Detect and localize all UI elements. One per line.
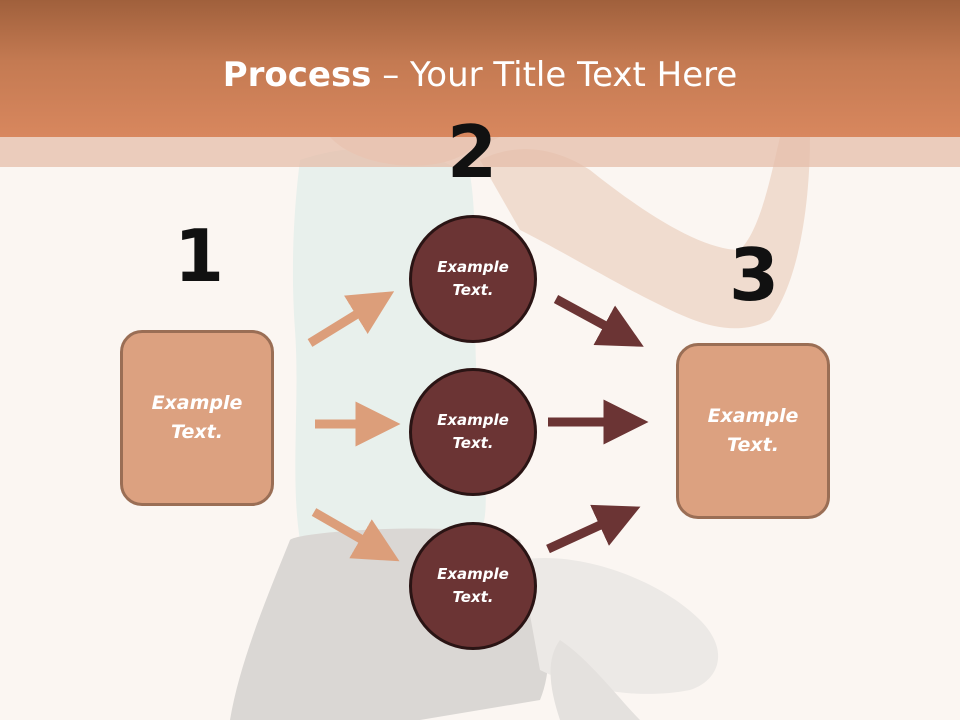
circle-bottom-text: Example Text. [437,565,509,606]
circle-bottom: Example Text. [409,522,537,650]
circle-middle: Example Text. [409,368,537,496]
title-rest: – Your Title Text Here [371,55,738,95]
right-box-text: Example Text. [707,405,799,456]
circle-middle-text: Example Text. [437,411,509,452]
arrow-right-top [553,295,644,347]
left-box-text: Example Text. [151,392,243,443]
left-box: Example Text. [120,330,274,506]
step-number-1: 1 [173,214,225,298]
circle-top-text: Example Text. [437,258,509,299]
arrow-left-top [307,291,395,347]
arrow-left-bottom [311,508,400,562]
step-number-3: 3 [728,233,780,317]
slide-title: Process – Your Title Text Here [0,52,960,98]
title-bold: Process [222,55,372,95]
arrow-right-bottom [546,504,641,554]
right-box: Example Text. [676,343,830,519]
step-number-2: 2 [446,110,498,194]
header-bar [0,0,960,137]
circle-top: Example Text. [409,215,537,343]
header-band [0,137,960,167]
